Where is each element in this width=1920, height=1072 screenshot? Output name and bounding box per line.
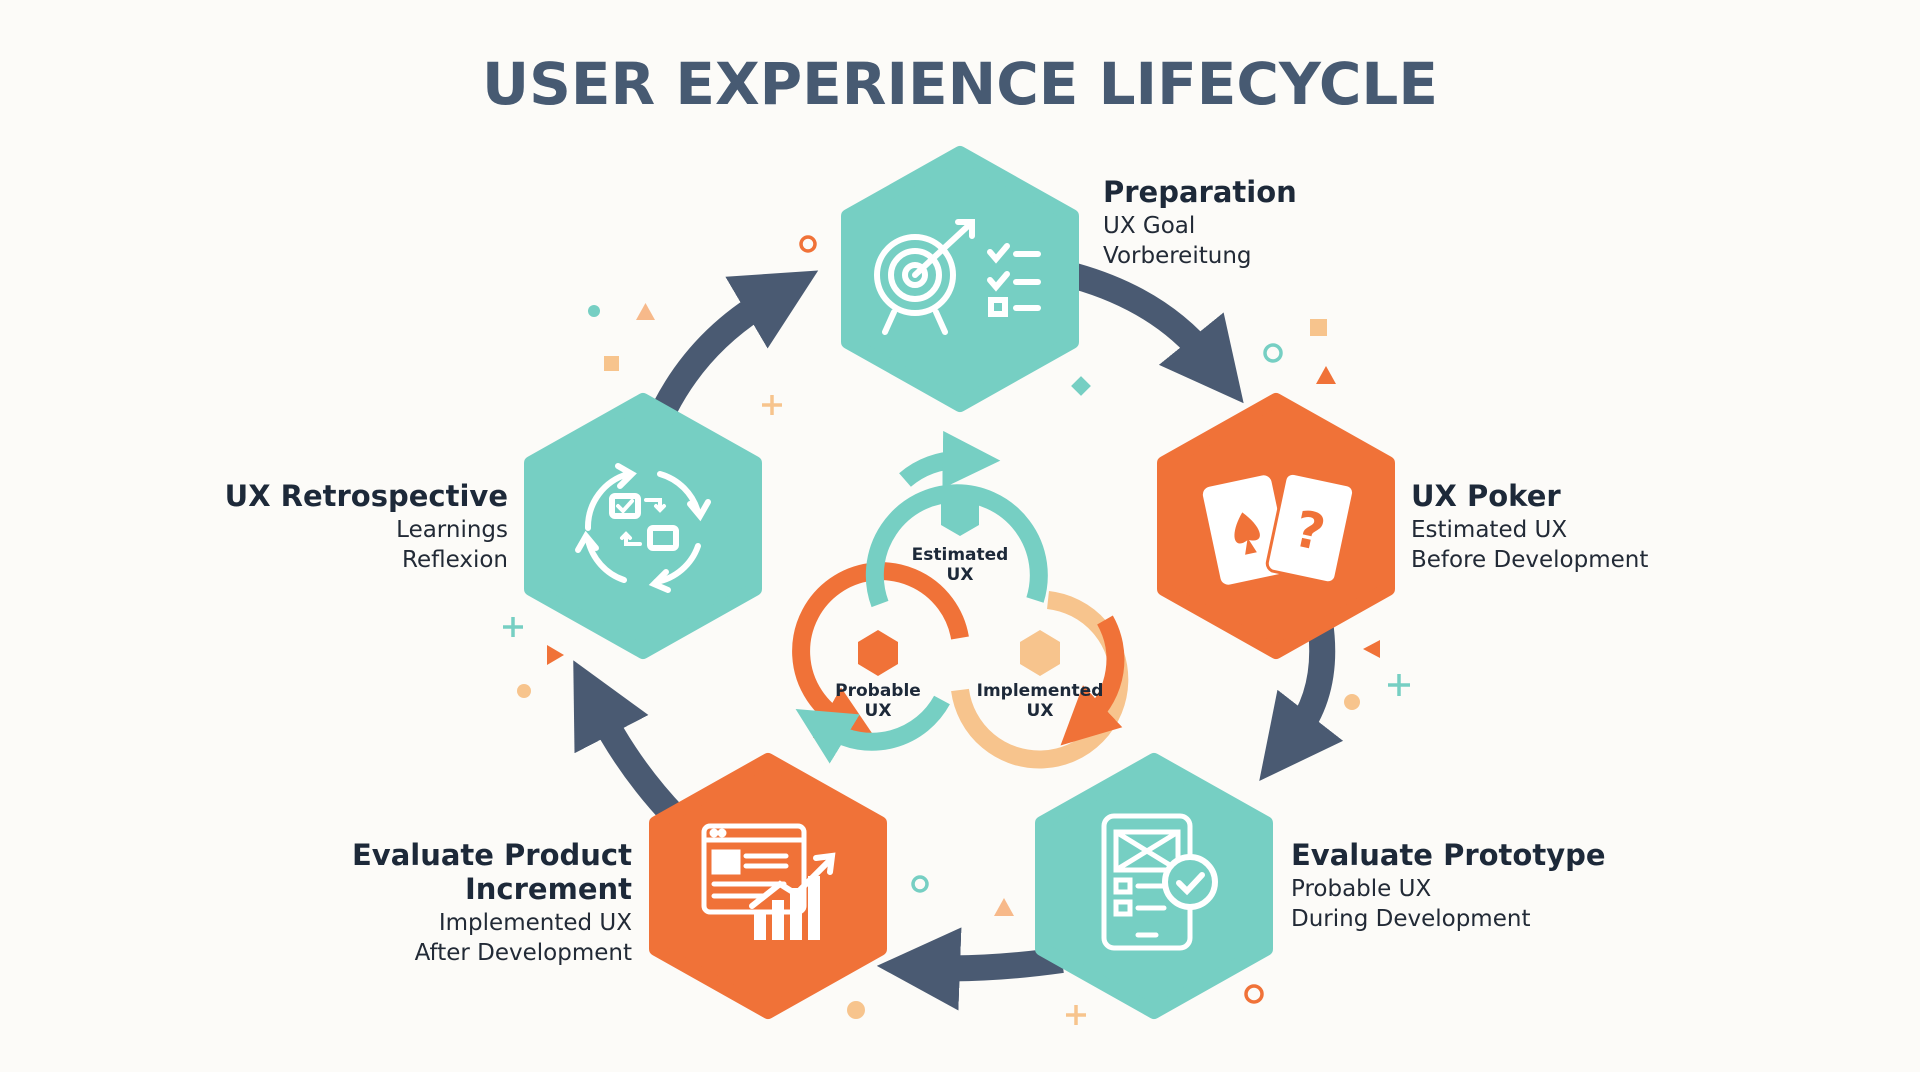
- arrow-preparation-to-poker: [1071, 263, 1244, 404]
- stage-line-poker-1: Estimated UX: [1411, 517, 1568, 543]
- mobile-prototype-icon: [1101, 813, 1218, 951]
- stage-label-increment: Evaluate Product Increment Implemented U…: [200, 838, 632, 968]
- deco-dot: [1344, 694, 1360, 710]
- arrow-prototype-to-increment: [876, 927, 1064, 1011]
- playing-cards-icon: ?: [1202, 471, 1356, 585]
- stage-title-increment: Evaluate Product Increment: [351, 838, 632, 906]
- center-label-probable-1: Probable: [835, 681, 921, 701]
- center-cycle-implemented: [951, 591, 1129, 769]
- deco-triangle: [1316, 366, 1336, 384]
- arrow-poker-to-prototype: [1259, 620, 1344, 781]
- deco-ring: [1263, 343, 1283, 363]
- hexagon-retrospective: [524, 393, 762, 659]
- deco-ring: [1244, 984, 1264, 1004]
- stage-title-preparation: Preparation: [1103, 175, 1297, 209]
- center-hexagon-estimated: [941, 492, 979, 536]
- deco-ring: [799, 235, 817, 253]
- decorations: [503, 235, 1410, 1025]
- page-title: USER EXPERIENCE LIFECYCLE: [481, 50, 1438, 118]
- deco-dot: [847, 1001, 865, 1019]
- stage-line-retrospective-2: Reflexion: [402, 547, 508, 573]
- center-label-implemented-1: Implemented: [977, 681, 1104, 701]
- center-labels: Estimated UX Probable UX Implemented UX: [835, 545, 1103, 721]
- stage-line-increment-1: Implemented UX: [438, 910, 632, 936]
- center-cycle-probable-return: [795, 695, 950, 764]
- center-cycle-estimated: [865, 484, 1048, 608]
- deco-plus: [503, 617, 523, 637]
- stage-label-retrospective: UX Retrospective Learnings Reflexion: [208, 479, 508, 575]
- center-label-estimated-2: UX: [947, 565, 974, 585]
- center-hexagon-probable: [858, 630, 898, 676]
- stage-label-prototype: Evaluate Prototype Probable UX During De…: [1291, 838, 1606, 934]
- arrow-increment-to-retrospective: [573, 660, 686, 827]
- stage-line-preparation-1: UX Goal: [1103, 213, 1196, 239]
- cycle-arrows: [573, 263, 1344, 1011]
- stage-title-retrospective: UX Retrospective: [224, 479, 508, 513]
- stage-line-prototype-2: During Development: [1291, 906, 1531, 932]
- center-cycles: [792, 430, 1129, 769]
- arrow-retrospective-to-preparation: [653, 270, 819, 415]
- hexagon-preparation: [841, 146, 1079, 412]
- deco-plus: [1066, 1005, 1086, 1025]
- stage-label-preparation: Preparation UX Goal Vorbereitung: [1103, 175, 1297, 271]
- center-label-implemented-2: UX: [1027, 701, 1054, 721]
- stage-title-poker: UX Poker: [1411, 479, 1561, 513]
- center-cycle-implemented-end: [1060, 615, 1125, 746]
- refresh-cycle-icon: [575, 463, 711, 593]
- deco-square: [604, 356, 619, 371]
- deco-triangle: [547, 645, 564, 665]
- center-cycle-probable: [792, 562, 969, 741]
- deco-square: [1071, 376, 1091, 396]
- deco-square: [1310, 319, 1327, 336]
- stage-line-preparation-2: Vorbereitung: [1103, 243, 1252, 269]
- target-checklist-icon: [874, 219, 1041, 335]
- deco-dot: [588, 305, 600, 317]
- deco-plus: [762, 395, 782, 415]
- stage-line-poker-2: Before Development: [1411, 547, 1649, 573]
- deco-triangle: [1363, 640, 1380, 658]
- stage-title-prototype: Evaluate Prototype: [1291, 838, 1606, 872]
- stage-line-retrospective-1: Learnings: [396, 517, 508, 543]
- center-cycle-estimated-end: [899, 430, 1001, 489]
- center-label-probable-2: UX: [865, 701, 892, 721]
- deco-ring: [911, 875, 929, 893]
- stage-line-prototype-1: Probable UX: [1291, 876, 1432, 902]
- center-label-estimated-1: Estimated: [912, 545, 1009, 565]
- stage-line-increment-2: After Development: [414, 940, 632, 966]
- deco-plus: [1388, 674, 1410, 696]
- deco-triangle: [636, 303, 655, 320]
- deco-triangle: [994, 898, 1014, 916]
- deco-dot: [517, 684, 531, 698]
- stage-label-poker: UX Poker Estimated UX Before Development: [1411, 479, 1648, 575]
- analytics-chart-icon: [701, 823, 836, 940]
- center-hexagon-implemented: [1020, 630, 1060, 676]
